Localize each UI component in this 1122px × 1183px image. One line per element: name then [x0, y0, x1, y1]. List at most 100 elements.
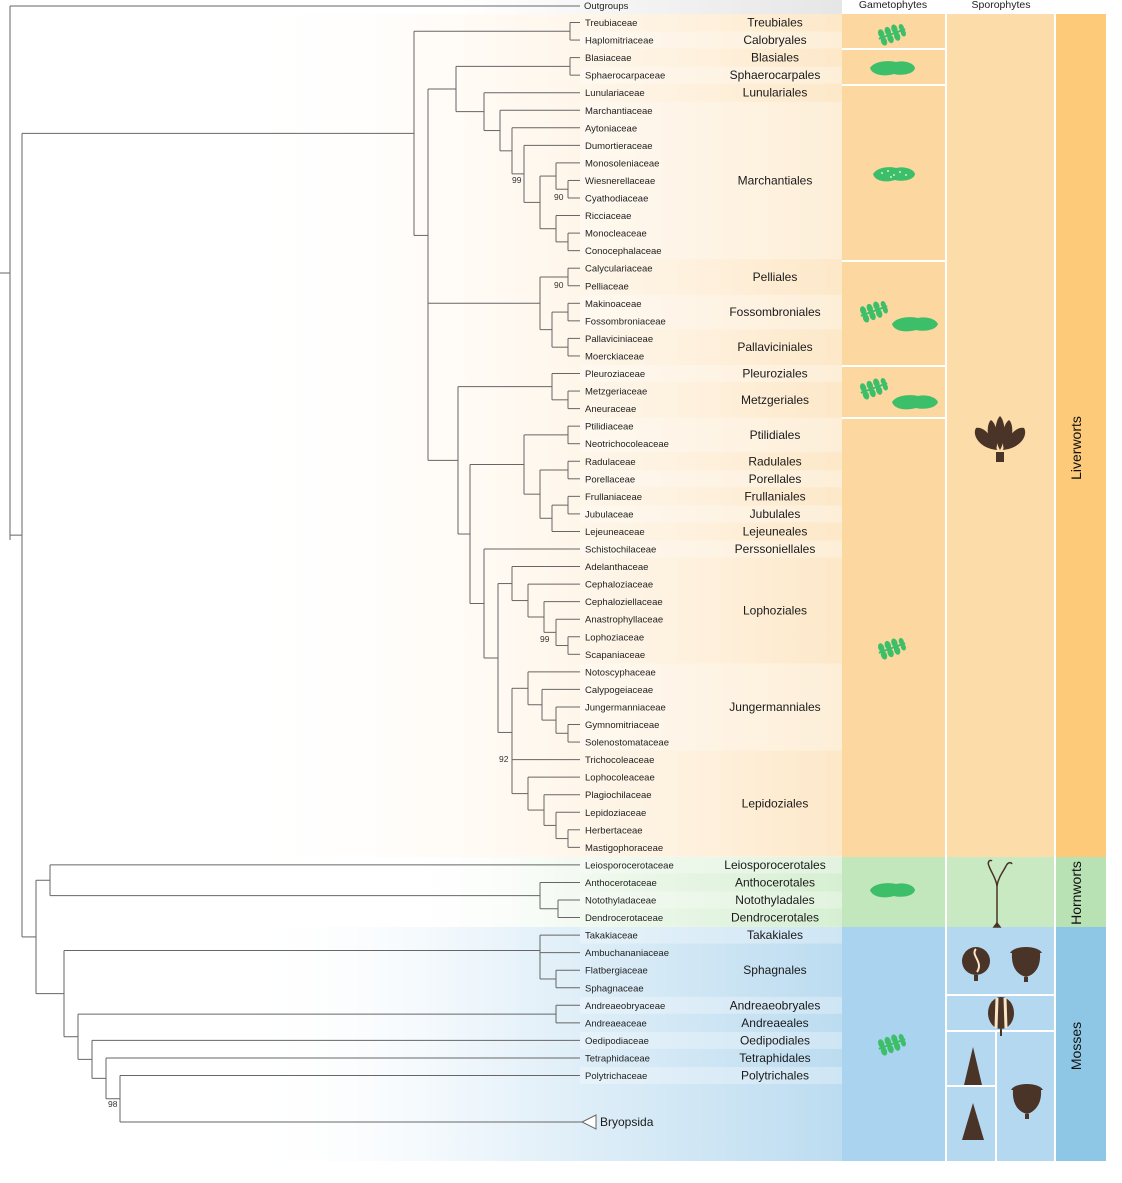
family-label: Polytrichaceae	[585, 1071, 647, 1082]
order-label: Blasiales	[751, 51, 799, 65]
bootstrap-value: 92	[499, 754, 509, 764]
family-label: Flatbergiaceae	[585, 966, 648, 977]
family-label: Jungermanniaceae	[585, 703, 666, 714]
family-label: Mastigophoraceae	[585, 843, 663, 854]
family-label: Frullaniaceae	[585, 492, 642, 503]
family-label: Gymnomitriaceae	[585, 720, 659, 731]
order-label: Lunulariales	[743, 86, 808, 100]
order-label: Polytrichales	[741, 1069, 809, 1083]
outgroups-label: Outgroups	[584, 1, 629, 12]
family-label: Metzgeriaceae	[585, 387, 647, 398]
order-row-shade	[580, 663, 842, 751]
family-label: Porellaceae	[585, 474, 635, 485]
leafy-shoot-icon	[878, 24, 906, 46]
calyptra-icon	[964, 1047, 982, 1085]
leafy-shoot-icon	[860, 378, 888, 400]
order-label: Jubulales	[750, 507, 801, 521]
family-label: Anastrophyllaceae	[585, 615, 663, 626]
family-label: Andreaeaceae	[585, 1018, 647, 1029]
order-label: Sphaerocarpales	[730, 68, 821, 82]
leafy-shoot-icon	[860, 301, 888, 323]
mosses-label: Mosses	[1068, 1022, 1084, 1070]
family-label: Herbertaceae	[585, 825, 643, 836]
family-label: Wiesnerellaceae	[585, 176, 655, 187]
family-label: Haplomitriaceae	[585, 36, 654, 47]
order-row-shade	[580, 540, 842, 558]
bootstrap-value: 98	[108, 1099, 118, 1109]
family-label: Tetraphidaceae	[585, 1054, 650, 1065]
family-label: Trichocoleaceae	[585, 755, 654, 766]
order-label: Treubiales	[747, 16, 803, 30]
family-label: Cyathodiaceae	[585, 194, 648, 205]
bootstrap-value: 90	[554, 280, 564, 290]
family-label: Solenostomataceae	[585, 738, 669, 749]
hornwort-sporophyte-icon	[987, 859, 1013, 928]
family-and-order-labels: TreubiaceaeHaplomitriaceaeBlasiaceaeSpha…	[585, 16, 826, 1130]
order-label: Andreaeales	[741, 1016, 808, 1030]
family-label: Moerckiaceae	[585, 351, 644, 362]
order-label: Lepidoziales	[742, 797, 809, 811]
gametophyte-column-liverworts	[842, 14, 946, 857]
order-label: Pelliales	[753, 270, 798, 284]
family-label: Adelanthaceae	[585, 562, 648, 573]
andreaea-capsule-icon	[988, 997, 1014, 1036]
order-row-shade	[580, 1031, 842, 1049]
order-label: Sphagnales	[743, 963, 806, 977]
order-label: Ptilidiales	[750, 428, 801, 442]
liverworts-label: Liverworts	[1068, 416, 1084, 480]
order-row-shade	[580, 365, 842, 382]
collapsed-clade-triangle	[580, 1114, 597, 1130]
family-label: Andreaeobryaceae	[585, 1001, 665, 1012]
family-label: Monocleaceae	[585, 229, 647, 240]
order-label: Dendrocerotales	[731, 911, 819, 925]
order-row-shade	[580, 31, 842, 49]
bootstrap-value: 90	[554, 192, 564, 202]
order-row-shade	[580, 470, 842, 488]
family-label: Sphagnaceae	[585, 983, 644, 994]
order-label: Notothyladales	[735, 893, 814, 907]
leafy-shoot-icon	[878, 638, 906, 660]
family-label: Blasiaceae	[585, 53, 631, 64]
order-row-shade	[580, 66, 842, 84]
family-label: Plagiochilaceae	[585, 790, 652, 801]
calyptra-icon	[962, 1103, 984, 1140]
family-label: Anthocerotaceae	[585, 878, 657, 889]
bootstrap-value: 99	[540, 634, 550, 644]
gametophytes-header: Gametophytes	[859, 0, 927, 11]
family-label: Calyculariaceae	[585, 264, 653, 275]
leafy-shoot-icon	[878, 1034, 906, 1056]
outgroup-band	[460, 0, 842, 14]
family-label: Dendrocerotaceae	[585, 913, 663, 924]
family-label: Neotrichocoleaceae	[585, 439, 669, 450]
order-row-shade	[580, 891, 842, 909]
family-label: Lepidoziaceae	[585, 808, 646, 819]
order-row-shade	[580, 926, 842, 944]
family-label: Treubiaceae	[585, 18, 637, 29]
order-row-shade	[580, 996, 842, 1014]
family-label: Jubulaceae	[585, 509, 634, 520]
order-label: Leiosporocerotales	[724, 858, 825, 872]
order-label: Radulales	[748, 454, 801, 468]
family-label: Pelliaceae	[585, 281, 629, 292]
order-row-shade	[580, 856, 842, 874]
thallus-icon	[870, 61, 915, 76]
order-label: Perssoniellales	[735, 542, 816, 556]
family-label: Makinoaceae	[585, 299, 642, 310]
family-label: Lophoziaceae	[585, 632, 644, 643]
order-label: Metzgeriales	[741, 393, 809, 407]
family-label: Monosoleniaceae	[585, 158, 659, 169]
order-label: Fossombroniales	[729, 305, 820, 319]
order-label: Anthocerotales	[735, 876, 815, 890]
operculate-capsule-icon	[1010, 947, 1042, 982]
family-label: Schistochilaceae	[585, 545, 656, 556]
sporophytes-header: Sporophytes	[972, 0, 1031, 11]
family-label: Marchantiaceae	[585, 106, 653, 117]
order-row-shade	[580, 1067, 842, 1084]
sphagnum-capsule-icon	[962, 947, 990, 981]
family-label: Radulaceae	[585, 457, 636, 468]
family-label: Ambuchananiaceae	[585, 948, 669, 959]
hornworts-label: Hornworts	[1068, 861, 1084, 925]
family-label: Pallaviciniaceae	[585, 334, 653, 345]
